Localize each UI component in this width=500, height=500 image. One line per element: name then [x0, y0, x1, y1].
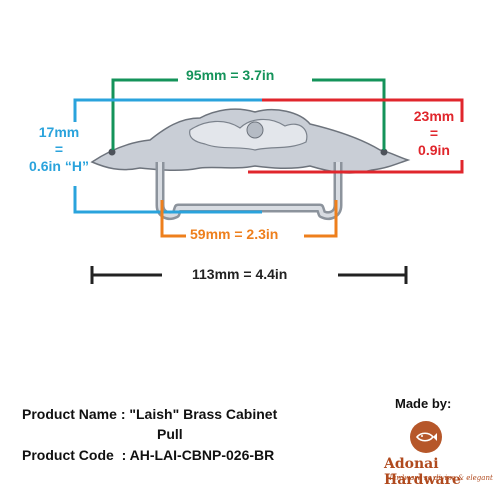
fish-logo-icon — [410, 421, 442, 453]
product-diagram — [73, 78, 464, 284]
depth-label-line: 0.9in — [418, 142, 450, 158]
width-dimension-label: 95mm = 3.7in — [186, 67, 275, 83]
height-dimension-lines — [73, 98, 262, 214]
product-code-row: Product Code : AH-LAI-CBNP-026-BR — [22, 447, 274, 463]
height-label-line: 17mm — [38, 124, 80, 140]
product-name-row: Product Name : "Laish" Brass Cabinet — [22, 406, 277, 422]
brand-name: Adonai Hardware — [384, 456, 461, 488]
overall-dimension-label: 113mm = 4.4in — [192, 266, 288, 282]
depth-dimension-lines — [248, 98, 464, 174]
depth-label-line: = — [429, 125, 439, 141]
depth-dimension-label: 23mm = 0.9in — [404, 108, 464, 159]
product-name-value: : "Laish" Brass Cabinet — [120, 406, 278, 422]
height-dimension-label: 17mm = 0.6in “H” — [18, 124, 100, 175]
height-label-line: = — [54, 141, 64, 157]
grip-dimension-label: 59mm = 2.3in — [190, 226, 279, 242]
width-dimension-lines — [111, 78, 386, 150]
product-code-label: Product Code — [22, 447, 114, 463]
product-name-continuation: Pull — [157, 426, 183, 442]
made-by-label: Made by: — [395, 396, 452, 411]
height-label-line: 0.6in “H” — [29, 158, 89, 174]
brand-tagline: Hardware so divine & elegant — [386, 474, 493, 482]
overall-dimension-lines — [90, 266, 408, 284]
grip-dimension-lines — [160, 200, 338, 238]
cabinet-pull-illustration — [90, 108, 411, 221]
product-name-label: Product Name — [22, 406, 117, 422]
product-code-value: : AH-LAI-CBNP-026-BR — [121, 447, 275, 463]
depth-label-line: 23mm — [413, 108, 455, 124]
